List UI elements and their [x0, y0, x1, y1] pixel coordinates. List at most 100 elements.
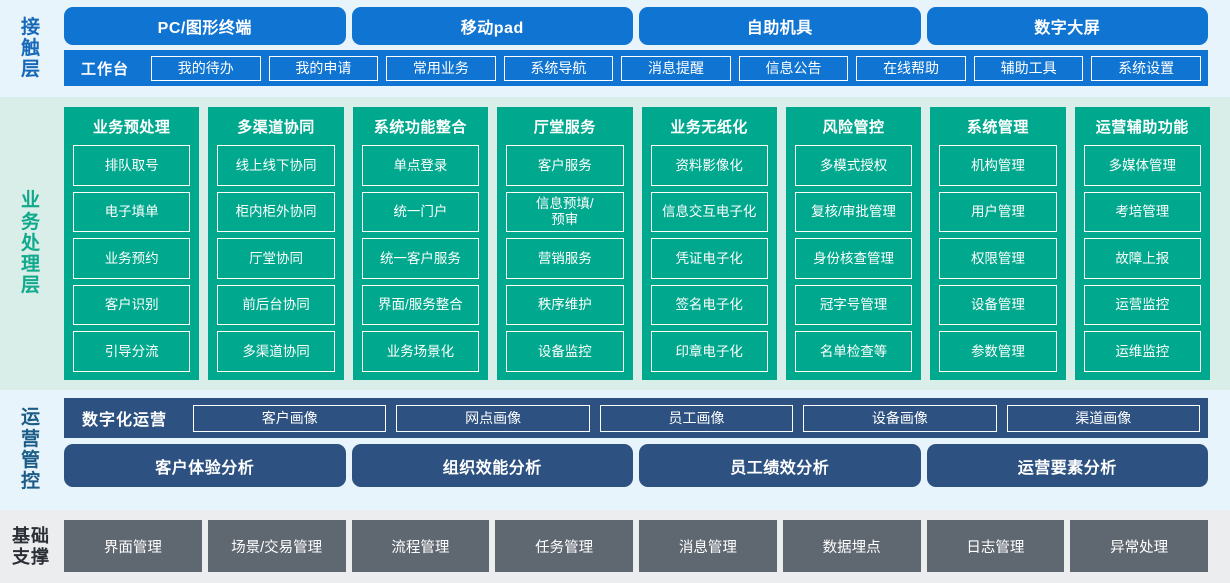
business-column-system-integration: 系统功能整合 单点登录 统一门户 统一客户服务 界面/服务整合 业务场景化 — [352, 107, 489, 380]
business-item[interactable]: 故障上报 — [1083, 238, 1201, 279]
foundation-item-task-management[interactable]: 任务管理 — [495, 520, 633, 572]
business-item[interactable]: 用户管理 — [939, 191, 1057, 233]
foundation-layer-label: 基础 支撑 — [0, 510, 62, 583]
business-item[interactable]: 权限管理 — [939, 238, 1057, 279]
business-column-multichannel: 多渠道协同 线上线下协同 柜内柜外协同 厅堂协同 前后台协同 多渠道协同 — [208, 107, 344, 380]
business-item[interactable]: 界面/服务整合 — [361, 284, 480, 326]
business-column-system-management: 系统管理 机构管理 用户管理 权限管理 设备管理 参数管理 — [930, 107, 1066, 380]
foundation-item-interface-management[interactable]: 界面管理 — [64, 520, 202, 572]
workbench-item-message-reminder[interactable]: 消息提醒 — [621, 55, 731, 81]
business-item[interactable]: 业务场景化 — [361, 331, 480, 372]
business-column-title: 业务预处理 — [92, 119, 171, 136]
business-column-paperless: 业务无纸化 资料影像化 信息交互电子化 凭证电子化 签名电子化 印章电子化 — [641, 107, 777, 380]
business-item[interactable]: 运营监控 — [1083, 284, 1201, 326]
business-layer-band: 业务处理层 业务预处理 排队取号 电子填单 业务预约 客户识别 引导分流 多渠道… — [0, 97, 1230, 390]
workbench-title: 工作台 — [81, 60, 130, 78]
workbench-item-common-business[interactable]: 常用业务 — [386, 55, 496, 81]
business-item[interactable]: 签名电子化 — [650, 284, 768, 326]
business-item[interactable]: 复核/审批管理 — [794, 191, 913, 233]
portrait-item-channel[interactable]: 渠道画像 — [1006, 404, 1200, 432]
business-item[interactable]: 厅堂协同 — [217, 238, 335, 279]
foundation-item-exception-handling[interactable]: 异常处理 — [1070, 520, 1208, 572]
business-item[interactable]: 多渠道协同 — [217, 331, 335, 372]
operations-layer-label: 运营管控 — [0, 390, 62, 510]
business-item[interactable]: 营销服务 — [506, 238, 624, 279]
channel-chip-pc[interactable]: PC/图形终端 — [64, 7, 346, 45]
analysis-row: 客户体验分析 组织效能分析 员工绩效分析 运营要素分析 — [64, 444, 1208, 487]
business-layer-label-text: 业务处理层 — [20, 190, 41, 297]
business-item[interactable]: 设备管理 — [939, 284, 1057, 326]
business-item[interactable]: 秩序维护 — [506, 284, 624, 326]
business-column-title: 厅堂服务 — [533, 119, 596, 136]
business-item[interactable]: 多模式授权 — [794, 145, 913, 186]
business-item[interactable]: 电子填单 — [73, 191, 191, 233]
business-item[interactable]: 机构管理 — [939, 145, 1057, 186]
business-layer-label: 业务处理层 — [0, 97, 62, 390]
workbench-item-online-help[interactable]: 在线帮助 — [856, 55, 966, 81]
channel-chip-digital-screen[interactable]: 数字大屏 — [926, 7, 1208, 45]
business-item[interactable]: 信息交互电子化 — [650, 191, 768, 233]
contact-layer-label: 接触层 — [0, 0, 62, 97]
business-column-lobby-service: 厅堂服务 客户服务 信息预填/ 预审 营销服务 秩序维护 设备监控 — [497, 107, 633, 380]
operations-layer-band: 运营管控 数字化运营 客户画像 网点画像 员工画像 设备画像 渠道画像 客户体验… — [0, 390, 1230, 510]
portrait-item-device[interactable]: 设备画像 — [803, 404, 997, 432]
business-item[interactable]: 参数管理 — [939, 331, 1057, 372]
channel-chip-mobile-pad[interactable]: 移动pad — [351, 7, 633, 45]
portrait-item-customer[interactable]: 客户画像 — [193, 404, 387, 432]
analysis-item-organizational-efficiency[interactable]: 组织效能分析 — [351, 444, 633, 487]
workbench-row: 工作台 我的待办 我的申请 常用业务 系统导航 消息提醒 信息公告 在线帮助 辅… — [64, 50, 1208, 86]
foundation-item-scenario-transaction-management[interactable]: 场景/交易管理 — [207, 520, 346, 572]
business-item[interactable]: 客户服务 — [506, 145, 624, 186]
business-item[interactable]: 考培管理 — [1083, 191, 1201, 233]
analysis-item-customer-experience[interactable]: 客户体验分析 — [64, 444, 346, 487]
workbench-item-my-todo[interactable]: 我的待办 — [151, 55, 261, 81]
business-item[interactable]: 印章电子化 — [650, 331, 768, 372]
business-item[interactable]: 凭证电子化 — [650, 238, 768, 279]
business-item[interactable]: 单点登录 — [361, 145, 480, 186]
business-item[interactable]: 引导分流 — [73, 331, 191, 372]
channel-chip-self-service[interactable]: 自助机具 — [639, 7, 921, 45]
portrait-item-employee[interactable]: 员工画像 — [599, 404, 794, 432]
business-item[interactable]: 柜内柜外协同 — [217, 191, 335, 233]
foundation-item-message-management[interactable]: 消息管理 — [639, 520, 777, 572]
operations-layer-body: 数字化运营 客户画像 网点画像 员工画像 设备画像 渠道画像 客户体验分析 组织… — [62, 390, 1230, 510]
workbench-item-information-bulletin[interactable]: 信息公告 — [738, 55, 849, 81]
workbench-item-system-navigation[interactable]: 系统导航 — [503, 55, 614, 81]
business-item[interactable]: 多媒体管理 — [1083, 145, 1201, 186]
analysis-item-employee-performance[interactable]: 员工绩效分析 — [639, 444, 921, 487]
business-item[interactable]: 信息预填/ 预审 — [506, 191, 624, 233]
business-item[interactable]: 线上线下协同 — [217, 145, 335, 186]
foundation-item-process-management[interactable]: 流程管理 — [351, 520, 490, 572]
business-item[interactable]: 名单检查等 — [794, 331, 913, 372]
foundation-item-data-tracking[interactable]: 数据埋点 — [782, 520, 921, 572]
business-item[interactable]: 资料影像化 — [650, 145, 768, 186]
analysis-item-operation-elements[interactable]: 运营要素分析 — [926, 444, 1208, 487]
foundation-layer-body: 界面管理 场景/交易管理 流程管理 任务管理 消息管理 数据埋点 日志管理 异常… — [62, 510, 1230, 583]
foundation-item-log-management[interactable]: 日志管理 — [926, 520, 1065, 572]
business-column-title: 多渠道协同 — [237, 119, 315, 136]
business-column-risk-control: 风险管控 多模式授权 复核/审批管理 身份核查管理 冠字号管理 名单检查等 — [785, 107, 922, 380]
business-item[interactable]: 业务预约 — [73, 238, 191, 279]
business-item[interactable]: 前后台协同 — [217, 284, 335, 326]
business-item[interactable]: 身份核查管理 — [794, 238, 913, 279]
foundation-layer-band: 基础 支撑 界面管理 场景/交易管理 流程管理 任务管理 消息管理 数据埋点 日… — [0, 510, 1230, 583]
contact-layer-label-text: 接触层 — [20, 16, 41, 81]
business-item[interactable]: 客户识别 — [73, 284, 191, 326]
business-item[interactable]: 统一客户服务 — [361, 238, 480, 279]
workbench-item-auxiliary-tools[interactable]: 辅助工具 — [973, 55, 1084, 81]
digital-operations-title: 数字化运营 — [82, 412, 168, 429]
business-column-title: 风险管控 — [822, 119, 885, 136]
contact-layer-band: 接触层 PC/图形终端 移动pad 自助机具 数字大屏 工作台 我的待办 我的申… — [0, 0, 1230, 97]
business-item[interactable]: 设备监控 — [506, 331, 624, 372]
contact-layer-body: PC/图形终端 移动pad 自助机具 数字大屏 工作台 我的待办 我的申请 常用… — [62, 0, 1230, 97]
workbench-item-system-settings[interactable]: 系统设置 — [1091, 55, 1201, 81]
business-item[interactable]: 冠字号管理 — [794, 284, 913, 326]
business-item[interactable]: 运维监控 — [1083, 331, 1201, 372]
workbench-item-my-application[interactable]: 我的申请 — [268, 55, 379, 81]
foundation-layer-label-line2: 支撑 — [12, 546, 50, 567]
business-item[interactable]: 统一门户 — [361, 191, 480, 233]
business-item[interactable]: 排队取号 — [73, 145, 191, 186]
portrait-item-branch[interactable]: 网点画像 — [396, 404, 590, 432]
foundation-layer-label-line1: 基础 — [12, 526, 50, 547]
